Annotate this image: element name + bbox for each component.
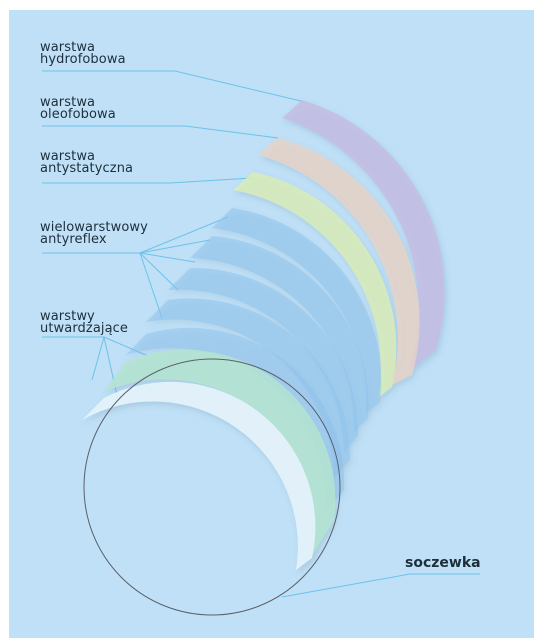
leader-antireflex-5 — [139, 252, 163, 319]
label-hardening-line2: utwardzające — [40, 321, 129, 336]
label-lens: soczewka — [405, 555, 481, 571]
leader-hardening-2 — [103, 336, 149, 357]
layer-antireflex-3 — [168, 267, 359, 452]
leader-antireflex-4 — [139, 252, 179, 291]
layer-antireflex-1 — [212, 208, 382, 414]
leader-antireflex-3 — [139, 252, 196, 263]
layer-hardening-light — [82, 381, 316, 570]
label-antistatic-line2: antystatyczna — [40, 161, 134, 176]
leader-hydrophobic — [42, 70, 306, 103]
label-antireflex-line2: antyreflex — [40, 232, 107, 247]
leader-hardening-3 — [91, 336, 105, 381]
label-antireflex: wielowarstwowy antyreflex — [40, 220, 148, 247]
layer-antireflex-4 — [146, 298, 351, 478]
label-antistatic: warstwa antystatyczna — [40, 149, 134, 176]
label-antireflex-line1: wielowarstwowy — [40, 220, 148, 235]
label-hardening-line1: warstwy — [40, 309, 95, 324]
layer-hardening-green — [104, 349, 336, 556]
leader-antireflex-2 — [139, 239, 211, 254]
label-oleophobic-line2: oleofobowa — [40, 107, 116, 122]
leader-oleophobic — [42, 125, 279, 139]
layer-hydrophobic — [282, 100, 445, 372]
leader-lines — [42, 70, 480, 598]
leader-lens — [281, 573, 480, 598]
lens-circle — [83, 358, 341, 616]
label-oleophobic-line1: warstwa — [40, 95, 96, 110]
layer-antireflex-2 — [190, 236, 369, 432]
label-hydrophobic-line1: warstwa — [40, 40, 96, 55]
label-hydrophobic-line2: hydrofobowa — [40, 52, 126, 67]
layer-antireflex-5 — [126, 327, 345, 510]
coating-layers — [82, 100, 445, 570]
label-oleophobic: warstwa oleofobowa — [40, 95, 116, 122]
label-hardening: warstwy utwardzające — [40, 309, 129, 336]
label-hydrophobic: warstwa hydrofobowa — [40, 40, 126, 67]
leader-antistatic — [42, 177, 253, 184]
layer-oleophobic — [258, 138, 420, 385]
layer-antistatic — [233, 172, 397, 398]
label-antistatic-line1: warstwa — [40, 149, 96, 164]
